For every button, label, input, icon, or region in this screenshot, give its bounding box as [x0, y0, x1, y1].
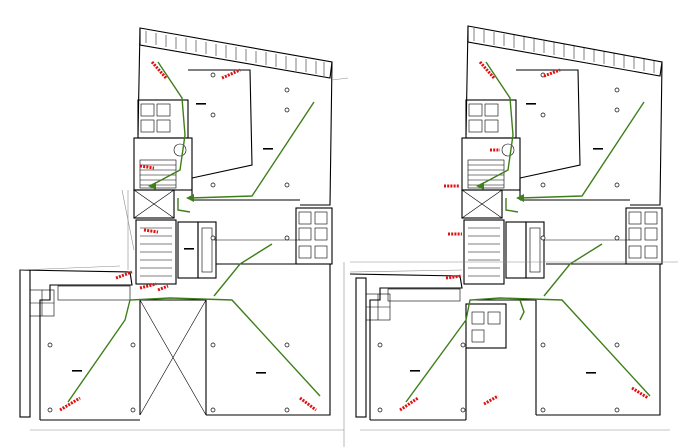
structural-columns	[47, 72, 290, 413]
left-floor-plan	[19, 27, 349, 421]
roof-canopy-hatch-right	[467, 25, 663, 77]
emergency-signs	[59, 61, 317, 412]
evacuation-routes-right	[405, 61, 651, 403]
emergency-signs-right	[399, 61, 649, 412]
room-tags-right	[410, 103, 603, 374]
structural-columns-right	[377, 72, 620, 413]
lower-block-walls	[19, 263, 331, 421]
lower-block-walls-right	[349, 263, 661, 421]
service-core-right	[461, 99, 630, 285]
room-tags	[72, 103, 273, 374]
right-toilet-block-right	[625, 207, 663, 265]
evacuation-routes	[67, 61, 321, 403]
service-core	[121, 99, 300, 285]
right-toilet-block	[295, 207, 333, 265]
right-floor-plan	[349, 25, 663, 421]
sheet-frame-lines	[30, 261, 678, 447]
upper-block-walls	[137, 27, 349, 206]
